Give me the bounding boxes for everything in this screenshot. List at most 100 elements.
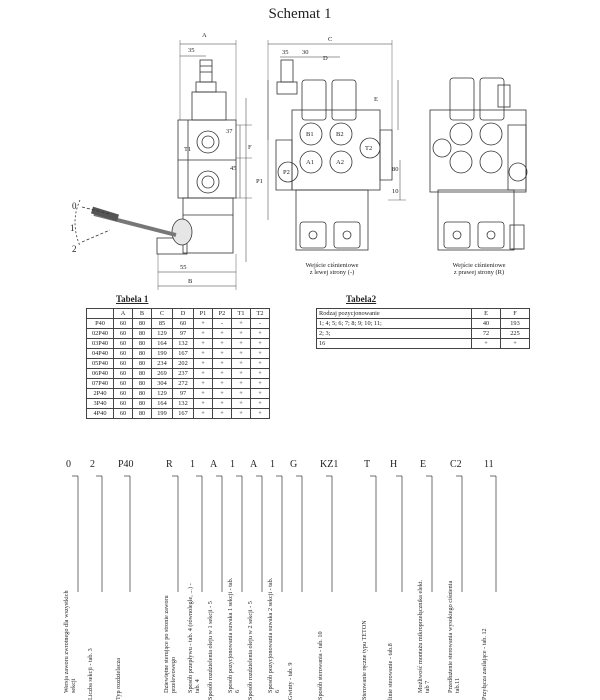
code-label: Gwinty - tab. 9 <box>287 475 298 700</box>
port-p1 <box>196 170 220 194</box>
code-segment: 11 <box>484 459 494 470</box>
dim-a: A <box>202 32 207 39</box>
caption-right: Wejście ciśnieniowe z prawej strony (R) <box>436 262 522 276</box>
lever-pos-0: 0 <box>72 201 77 211</box>
diagram-title: Schemat 1 <box>268 6 332 22</box>
table2-caption: Tabela2 <box>346 294 377 304</box>
valve-drawing <box>74 40 528 290</box>
code-segment: C2 <box>450 459 462 470</box>
dim-10: 10 <box>392 188 399 195</box>
label-p1: P1 <box>256 178 263 185</box>
caption-left-line2: z lewej strony (-) <box>309 269 355 276</box>
back-port-4 <box>479 150 503 174</box>
port-t1 <box>196 130 220 154</box>
code-label-text: Przedłużenie sterowania wysokiego ciśnie… <box>447 581 461 694</box>
code-segment: 2 <box>90 459 95 470</box>
dim-37: 37 <box>226 128 233 135</box>
table-cell: + <box>250 408 270 419</box>
caption-left-line1: Wejście ciśnieniowe <box>305 262 359 269</box>
code-segment: A <box>210 459 218 470</box>
code-label-text: Sposób rozdzielenia oleju w 2 sekcji - 5 <box>247 601 254 700</box>
front-lower-body <box>295 189 369 251</box>
code-label: Sposób rozdzielenia oleju w 2 sekcji - 5 <box>247 475 258 700</box>
code-label: Przyłącza zasilające - tab. 12 <box>481 475 492 700</box>
code-label-text: Liczba sekcji - tab. 3 <box>87 648 94 700</box>
code-label: Sposób pozycjonowania suwaka 2 sekcji - … <box>267 475 281 693</box>
code-label: Liczba sekcji - tab. 3 <box>87 475 98 700</box>
front-relief-nut <box>276 81 298 95</box>
code-label-text: Możliwość montażu mikroprzełącznika elek… <box>417 580 431 694</box>
code-label: Sposób przepływu - tab. 4 (równolegle, .… <box>187 475 201 694</box>
front-view <box>267 40 406 251</box>
front-inlet-block <box>275 139 293 191</box>
code-label-text: Sposób sterowania - tab. 10 <box>317 631 324 700</box>
port-a1 <box>299 150 323 174</box>
label-b2: B2 <box>336 131 344 138</box>
code-segment: KZ1 <box>320 459 339 470</box>
code-segment: 1 <box>190 459 195 470</box>
dim-35-side: 35 <box>188 47 195 54</box>
spool-top-1 <box>301 79 327 121</box>
code-label-text: Sterowanie ręczne typu TETON <box>361 620 368 700</box>
lever-pos-2: 2 <box>72 244 77 254</box>
label-a2: A2 <box>336 159 344 166</box>
back-spool-top-1 <box>449 77 475 121</box>
code-label: Wersja zaworu zwrotnego dla wszystkich s… <box>63 475 77 694</box>
lever-base <box>156 237 188 255</box>
code-label: Sposób sterowania - tab. 10 <box>317 475 328 700</box>
code-label: Możliwość montażu mikroprzełącznika elek… <box>417 475 431 693</box>
table-row: 16++ <box>316 338 530 349</box>
label-t1: T1 <box>184 146 192 153</box>
code-label-text: Dziewiętne sterujące po stronie zaworu p… <box>163 595 177 694</box>
back-port-2 <box>479 122 503 146</box>
code-label-text: linie sterowanie - tab.8 <box>387 643 394 700</box>
port-b1 <box>299 122 323 146</box>
back-port-1 <box>449 122 473 146</box>
label-p2: P2 <box>283 169 290 176</box>
code-brackets <box>72 475 497 592</box>
label-a1: A1 <box>306 159 314 166</box>
code-label: Sposób rozdzielenia oleju w 1 sekcji - 5 <box>207 475 218 700</box>
label-t2: T2 <box>365 145 373 152</box>
caption-right-line1: Wejście ciśnieniowe <box>452 262 506 269</box>
code-label-text: Wersja zaworu zwrotnego dla wszystkich s… <box>63 590 77 694</box>
code-segment: G <box>290 459 298 470</box>
code-segment: 1 <box>270 459 275 470</box>
code-label-text: Sposób rozdzielenia oleju w 1 sekcji - 5 <box>207 601 214 700</box>
spool-top-2 <box>331 79 357 121</box>
code-segment: 1 <box>230 459 235 470</box>
dim-55: 55 <box>180 264 187 271</box>
port-t2 <box>359 137 381 159</box>
dim-f: F <box>248 144 252 151</box>
back-view <box>429 77 528 251</box>
code-label: Typ rozdzielacza <box>115 475 126 700</box>
dim-c: C <box>328 36 333 43</box>
code-label-text: Przyłącza zasilające - tab. 12 <box>481 628 488 700</box>
code-label: Sposób pozycjonowania suwaka 1 sekcji - … <box>227 475 241 693</box>
dim-e: E <box>374 96 378 103</box>
code-segment: P40 <box>118 459 134 470</box>
port-p2 <box>277 161 299 183</box>
side-view <box>74 40 252 290</box>
code-label-text: Sposób pozycjonowania suwaka 1 sekcji - … <box>227 578 241 694</box>
back-lower-body <box>437 189 515 251</box>
back-port-t <box>432 138 452 158</box>
code-label-text: Gwinty - tab. 9 <box>287 662 294 700</box>
back-port-3 <box>449 150 473 174</box>
port-b2 <box>329 122 353 146</box>
caption-left: Wejście ciśnieniowe z lewej strony (-) <box>292 262 372 276</box>
port-a2 <box>329 150 353 174</box>
code-segment: R <box>166 459 173 470</box>
dim-35-front: 35 <box>282 49 289 56</box>
code-label-text: Sposób pozycjonowania suwaka 2 sekcji - … <box>267 578 281 694</box>
code-segment: 0 <box>66 459 71 470</box>
dim-30: 30 <box>302 49 309 56</box>
dim-d: D <box>323 55 328 62</box>
